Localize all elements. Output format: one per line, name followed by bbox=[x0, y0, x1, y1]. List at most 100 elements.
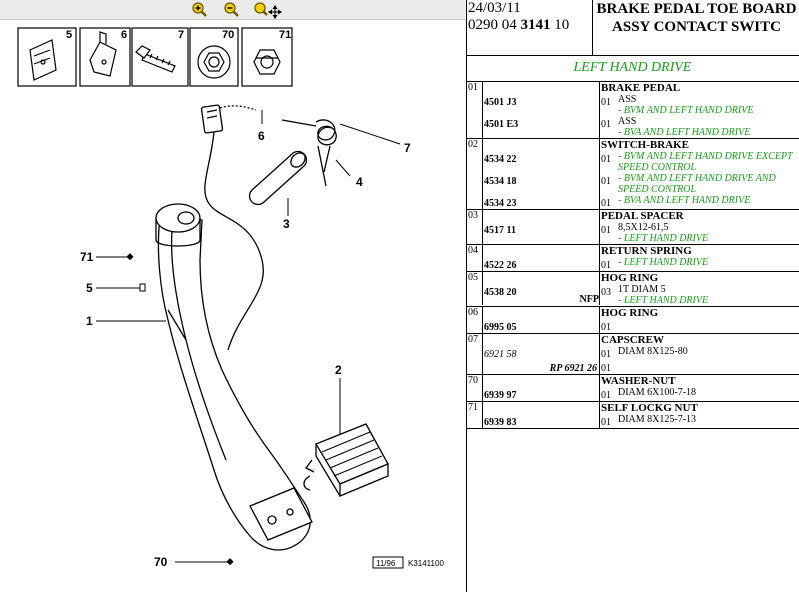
part-group-ref: 71 bbox=[468, 402, 478, 413]
column-divider bbox=[599, 375, 600, 401]
zoom-in-icon[interactable] bbox=[190, 1, 210, 19]
zoom-out-icon[interactable] bbox=[222, 1, 242, 19]
column-divider bbox=[482, 334, 483, 374]
part-code[interactable]: 4538 20 bbox=[484, 287, 517, 298]
column-divider bbox=[599, 307, 600, 333]
description-text: DIAM 8X125-80 bbox=[618, 346, 688, 357]
small-part-label: 5 bbox=[66, 29, 72, 41]
part-row[interactable]: 4538 20 03 1T DIAM 5- LEFT HAND DRIVE bbox=[466, 284, 799, 306]
part-group-ref: 70 bbox=[468, 375, 478, 386]
description-text: ASS bbox=[618, 94, 637, 105]
header-rule bbox=[466, 55, 799, 56]
part-code[interactable]: RP 6921 26 bbox=[549, 363, 597, 374]
section-label: LEFT HAND DRIVE bbox=[573, 60, 692, 75]
part-description: - BVA AND LEFT HAND DRIVE bbox=[618, 195, 799, 209]
column-divider bbox=[482, 245, 483, 271]
callout-label: 4 bbox=[356, 175, 363, 189]
part-code[interactable]: 4517 11 bbox=[484, 225, 516, 236]
part-group-ref: 07 bbox=[468, 334, 478, 345]
part-code[interactable]: 4522 26 bbox=[484, 260, 517, 271]
description-text: ASS bbox=[618, 116, 637, 127]
column-divider bbox=[482, 307, 483, 333]
part-quantity: 01 bbox=[601, 119, 611, 130]
part-code[interactable]: 4534 22 bbox=[484, 154, 517, 165]
application-note: - BVM AND LEFT HAND DRIVE bbox=[618, 105, 754, 116]
part-row[interactable]: 4534 18 01 - BVM AND LEFT HAND DRIVE AND S… bbox=[466, 173, 799, 195]
part-code[interactable]: 6995 05 bbox=[484, 322, 517, 333]
part-quantity: 01 bbox=[601, 225, 611, 236]
exploded-view-diagram: 5 6 7 70 71 bbox=[17, 27, 444, 569]
callout-label: 7 bbox=[404, 141, 411, 155]
callout-label: 71 bbox=[80, 250, 94, 264]
application-note: - BVA AND LEFT HAND DRIVE bbox=[618, 195, 751, 206]
part-code[interactable]: 6939 97 bbox=[484, 390, 517, 401]
application-note: - BVM AND LEFT HAND DRIVE AND SPEED CONT… bbox=[618, 173, 776, 195]
part-group-title: BRAKE PEDAL bbox=[601, 82, 681, 94]
part-group-title: SELF LOCKG NUT bbox=[601, 402, 698, 414]
column-divider bbox=[599, 334, 600, 374]
part-description: 8,5X12-61,5- LEFT HAND DRIVE bbox=[618, 222, 799, 244]
part-description: DIAM 8X125-80 bbox=[618, 346, 799, 360]
diagram-panel: 5 6 7 70 71 bbox=[0, 0, 465, 569]
column-divider bbox=[599, 139, 600, 209]
parts-panel: 24/03/11 0290 04 3141 10 BRAKE PEDAL TOE… bbox=[466, 0, 799, 592]
callout-label: 70 bbox=[154, 555, 168, 569]
part-group-ref: 02 bbox=[468, 139, 478, 150]
part-quantity: 01 bbox=[601, 97, 611, 108]
part-row[interactable]: 6921 58 01 DIAM 8X125-80 bbox=[466, 346, 799, 360]
column-divider bbox=[599, 82, 600, 138]
part-row[interactable]: 4501 J3 01 ASS- BVM AND LEFT HAND DRIVE bbox=[466, 94, 799, 116]
part-description bbox=[618, 360, 799, 374]
part-row[interactable]: 6939 83 01 DIAM 8X125-7-13 bbox=[466, 414, 799, 428]
part-group-title: HOG RING bbox=[601, 272, 659, 284]
part-quantity: 01 bbox=[601, 349, 611, 360]
drawing-stamp: 11/96 K3141100 bbox=[372, 556, 444, 569]
part-row[interactable]: 4517 11 01 8,5X12-61,5- LEFT HAND DRIVE bbox=[466, 222, 799, 244]
column-divider bbox=[599, 402, 600, 428]
part-code[interactable]: 4534 23 bbox=[484, 198, 517, 209]
catalog-reference: 0290 04 3141 10 bbox=[468, 17, 570, 33]
zoom-move-icon[interactable] bbox=[252, 1, 283, 20]
part-description bbox=[618, 319, 799, 333]
small-part-label: 70 bbox=[222, 29, 234, 41]
part-code[interactable]: 4534 18 bbox=[484, 176, 517, 187]
page-title: BRAKE PEDAL TOE BOARD ASSY CONTACT SWITC bbox=[596, 1, 797, 35]
panel-divider bbox=[466, 0, 467, 592]
part-group-ref: 01 bbox=[468, 82, 478, 93]
application-note: - LEFT HAND DRIVE bbox=[618, 295, 709, 306]
stamp-ref: K3141100 bbox=[408, 559, 444, 568]
application-note: - BVM AND LEFT HAND DRIVE EXCEPT SPEED C… bbox=[618, 151, 793, 173]
column-divider bbox=[599, 245, 600, 271]
part-quantity: 01 bbox=[601, 417, 611, 428]
description-text: 8,5X12-61,5 bbox=[618, 222, 669, 233]
part-code[interactable]: 4501 E3 bbox=[484, 119, 519, 130]
part-code[interactable]: 6939 83 bbox=[484, 417, 517, 428]
small-parts-labels: 5 6 7 70 71 bbox=[66, 29, 291, 41]
part-quantity: 01 bbox=[601, 176, 611, 187]
description-text: 1T DIAM 5 bbox=[618, 284, 666, 295]
part-description: DIAM 6X100-7-18 bbox=[618, 387, 799, 401]
callout-labels: 6 7 4 3 71 5 1 2 70 bbox=[80, 129, 411, 569]
part-quantity: 03 bbox=[601, 287, 611, 298]
description-text: DIAM 8X125-7-13 bbox=[618, 414, 697, 425]
stamp-date: 11/96 bbox=[376, 559, 396, 568]
column-divider bbox=[482, 375, 483, 401]
part-description: - BVM AND LEFT HAND DRIVE AND SPEED CONT… bbox=[618, 173, 799, 195]
callout-label: 2 bbox=[335, 363, 342, 377]
part-code[interactable]: 6921 58 bbox=[484, 349, 517, 360]
column-divider bbox=[482, 272, 483, 305]
part-code[interactable]: 4501 J3 bbox=[484, 97, 517, 108]
